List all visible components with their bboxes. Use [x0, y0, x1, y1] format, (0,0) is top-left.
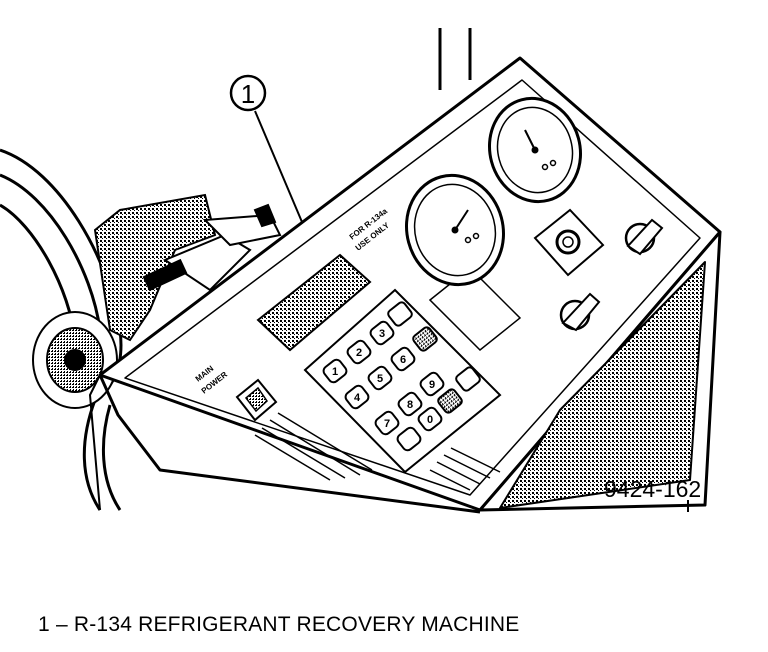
keypad-labels: 1 2 3 4 5 6 7 8 9 0: [332, 328, 435, 430]
caption-number: 1: [38, 613, 50, 636]
key-func-c[interactable]: [455, 366, 482, 392]
low-side-gauge: [404, 173, 506, 287]
key-6[interactable]: [390, 346, 417, 372]
lower-valve-knob[interactable]: [559, 292, 601, 332]
caption-text: R-134 REFRIGERANT RECOVERY MACHINE: [73, 613, 520, 636]
keypad-keys: [322, 301, 482, 452]
caption-dash: –: [55, 613, 68, 636]
key-label-4: 4: [354, 392, 361, 404]
key-label-9: 9: [429, 379, 435, 391]
hose-coupler: [32, 311, 118, 409]
key-func-a[interactable]: [387, 301, 414, 327]
key-func-d[interactable]: [437, 388, 464, 414]
key-4[interactable]: [344, 384, 371, 410]
recovery-machine-illustration: 1 2 3 4 5 6 7 8 9 0: [0, 28, 722, 514]
key-label-1: 1: [332, 366, 338, 378]
figure-reference: 9424-162: [604, 476, 702, 502]
display-window: [256, 253, 372, 352]
key-0[interactable]: [417, 406, 444, 432]
key-label-0: 0: [427, 414, 433, 426]
key-func-b[interactable]: [412, 326, 439, 352]
callout-circle: [229, 74, 267, 112]
key-7[interactable]: [374, 410, 401, 436]
key-3[interactable]: [369, 320, 396, 346]
high-side-gauge: [487, 96, 583, 204]
key-label-6: 6: [400, 354, 406, 366]
key-label-3: 3: [379, 328, 385, 340]
key-blank[interactable]: [396, 426, 423, 452]
pipe: [438, 28, 472, 90]
keypad: [303, 288, 502, 474]
callout-leader: [254, 110, 303, 223]
main-power-switch[interactable]: [235, 378, 278, 422]
key-5[interactable]: [367, 365, 394, 391]
upper-valve-knob[interactable]: [624, 218, 664, 256]
key-8[interactable]: [397, 391, 424, 417]
key-label-2: 2: [356, 347, 362, 359]
key-9[interactable]: [419, 371, 446, 397]
key-label-5: 5: [377, 373, 383, 385]
key-label-8: 8: [407, 399, 413, 411]
tank: [93, 193, 282, 342]
key-2[interactable]: [346, 339, 373, 365]
callout-number: 1: [241, 79, 255, 109]
figure-caption: 1 – R-134 REFRIGERANT RECOVERY MACHINE: [38, 613, 519, 637]
moisture-indicator: [533, 208, 605, 277]
key-1[interactable]: [322, 358, 349, 384]
vent-lines: [254, 412, 501, 491]
key-label-7: 7: [384, 418, 390, 430]
callout: 1: [229, 74, 303, 223]
